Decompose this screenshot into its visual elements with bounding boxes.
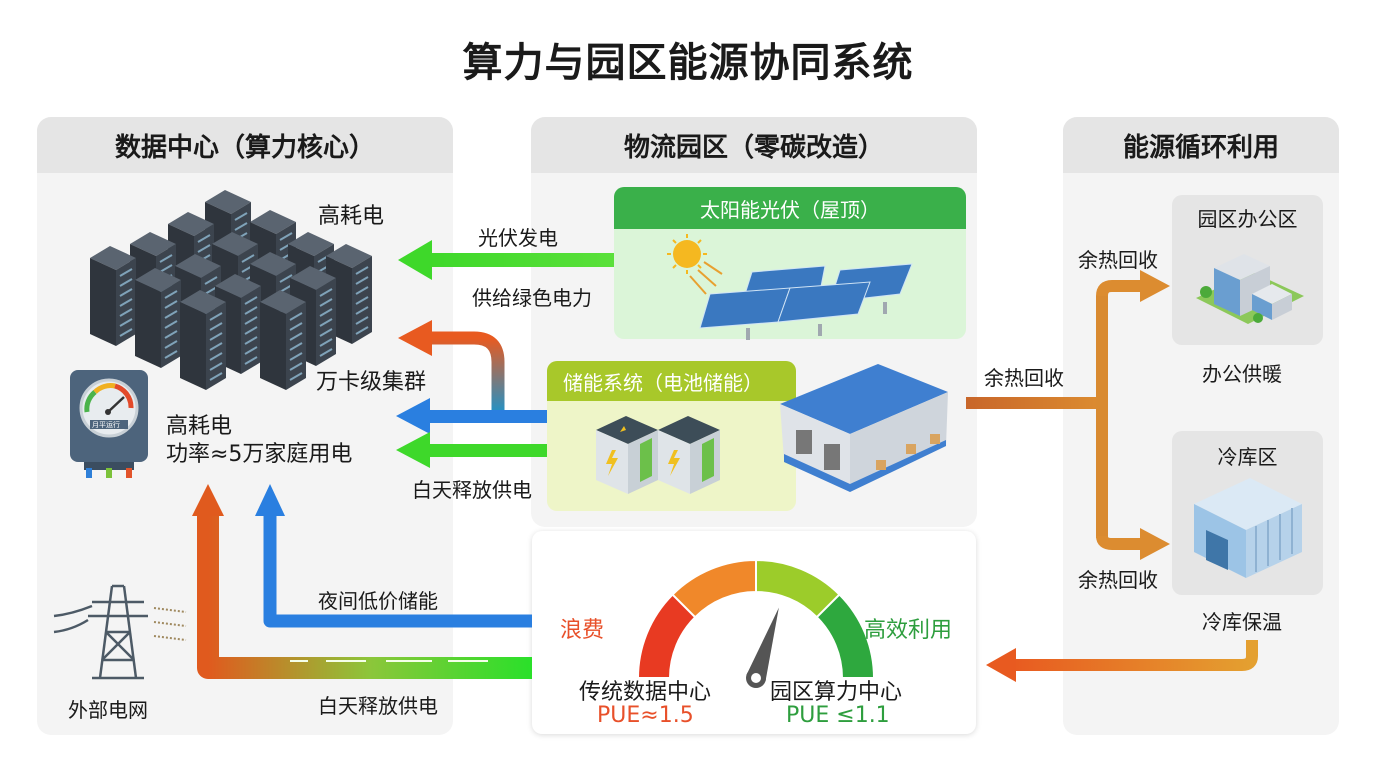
office-header: 园区办公区 [1197,207,1298,231]
grid-day-label: 白天释放供电 [318,694,438,718]
solar-flow-label-top: 光伏发电 [478,226,558,250]
datacenter-header: 数据中心（算力核心） [37,117,453,173]
gauge-hub-center [751,673,761,683]
gauge-right-label: 高效利用 [864,618,953,643]
meter-plate-text: 月平运行 [92,421,120,429]
traditional-dc-pue: PUE≈1.5 [597,703,694,728]
cluster-label: 万卡级集群 [316,370,427,395]
gauge-segment-green [815,593,876,679]
park-header: 物流园区（零碳改造） [531,117,977,173]
battery-icon [596,416,720,494]
heat-cold-label: 余热回收 [1078,568,1158,592]
meter-label-line2: 功率≈5万家庭用电 [166,442,353,467]
coldstore-header: 冷库区 [1217,445,1278,469]
gauge-left-label: 浪费 [560,618,605,643]
storage-blue-arrow [396,398,547,434]
coldstore-caption: 冷库保温 [1202,610,1282,634]
recycle-header: 能源循环利用 [1063,117,1339,173]
office-caption: 办公供暖 [1202,362,1282,386]
power-tower-icon [53,584,187,680]
solar-panels-icon [667,234,913,340]
heat-main-label: 余热回收 [984,366,1064,390]
park-dc-pue: PUE ≤1.1 [786,703,890,728]
heat-recovery-arrows [966,270,1170,560]
pue-gauge [636,558,876,688]
cold-storage-icon [1194,478,1302,578]
coldstore-return-arrow [986,640,1258,682]
solar-flow-label-bottom: 供给绿色电力 [472,286,592,310]
gauge-needle [746,607,779,682]
grid-day-arrow [192,484,532,679]
meter-label-line1: 高耗电 [166,414,233,439]
power-meter-icon [70,370,148,478]
solar-header: 太阳能光伏（屋顶） [614,187,966,229]
grid-night-arrow [255,484,532,628]
traditional-dc-label: 传统数据中心 [579,680,712,705]
warehouse-icon [780,364,948,492]
grid-night-label: 夜间低价储能 [318,589,438,613]
orange-flow-arrow [398,320,505,410]
server-power-label: 高耗电 [318,204,385,229]
page-title: 算力与园区能源协同系统 [462,40,914,86]
office-building-icon [1196,254,1304,324]
grid-label: 外部电网 [68,698,148,722]
sun-icon [667,234,723,295]
storage-green-arrow [396,432,547,468]
park-dc-label: 园区算力中心 [770,680,903,705]
storage-header: 储能系统（电池储能） [547,361,796,401]
solar-flow-arrow [398,240,614,280]
storage-day-label: 白天释放供电 [412,478,532,502]
heat-office-label: 余热回收 [1078,248,1158,272]
